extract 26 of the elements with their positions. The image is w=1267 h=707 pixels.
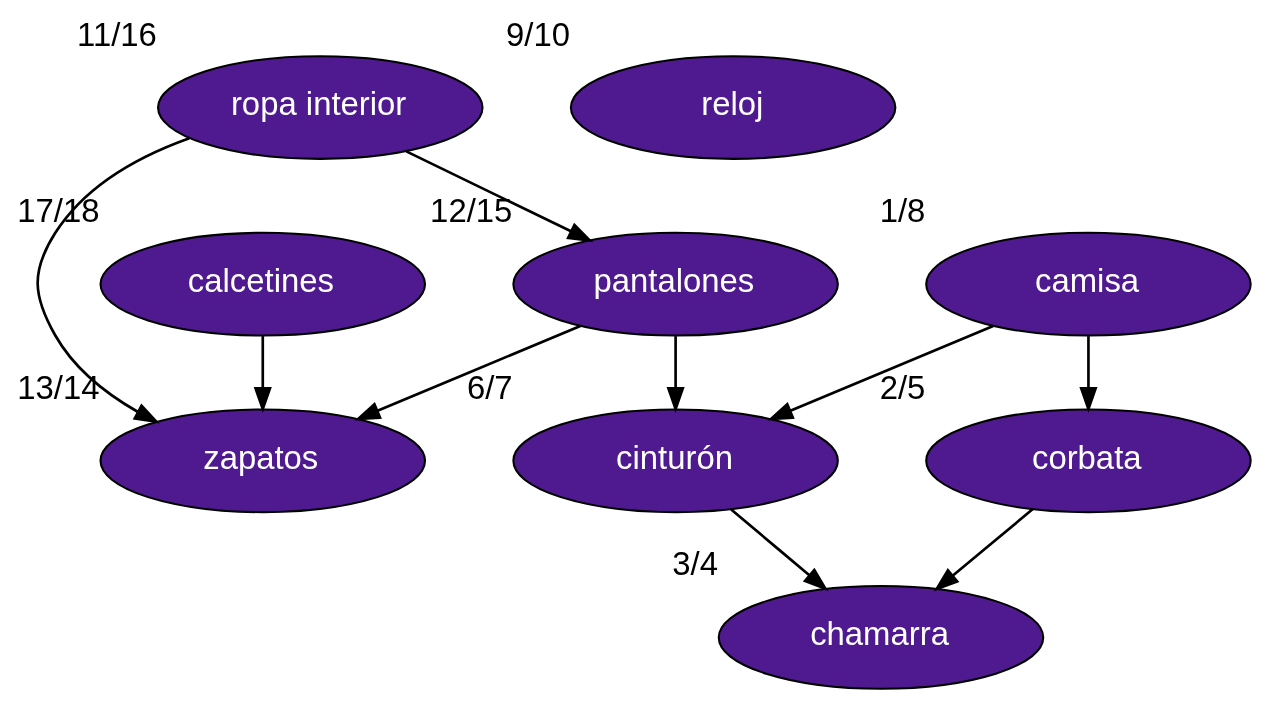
node-ellipse: reloj [569, 54, 897, 160]
node-ellipse: calcetines [99, 231, 427, 337]
node-ellipse: cinturón [512, 407, 839, 513]
arrow [730, 508, 829, 591]
arrow [666, 335, 685, 413]
arrow [36, 136, 190, 424]
arrow [405, 149, 594, 242]
node-ellipse: chamarra [717, 584, 1045, 690]
arrow [1079, 335, 1098, 413]
arrow [354, 324, 581, 420]
node-ellipse: zapatos [99, 407, 427, 513]
arrow [767, 324, 994, 420]
arrow [253, 335, 272, 413]
node-label: 12/15 [430, 191, 513, 229]
node-label: 2/5 [879, 368, 926, 406]
node-label: 1/8 [879, 191, 926, 229]
node-ellipse: corbata [925, 407, 1252, 513]
node-ellipse: camisa [925, 231, 1252, 337]
node-label: 9/10 [506, 15, 570, 53]
node-label: 11/16 [77, 15, 157, 53]
node-ellipse: ropa interior [157, 54, 484, 160]
node-label: 6/7 [466, 368, 513, 406]
arrow [933, 507, 1034, 592]
node-label: 3/4 [672, 544, 718, 582]
node-ellipse: pantalones [512, 231, 839, 337]
node-label: 13/14 [17, 368, 100, 406]
